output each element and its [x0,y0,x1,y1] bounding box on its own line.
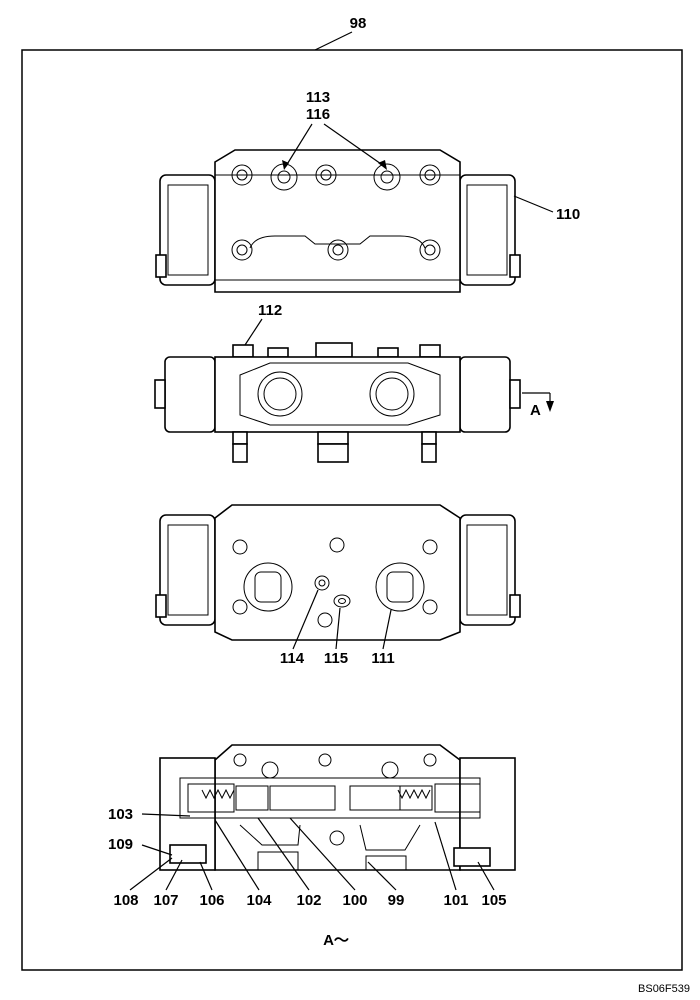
leader-114 [292,589,319,650]
leader-116-left [285,123,313,167]
label-104: 104 [246,892,272,909]
label-107: 107 [153,892,178,909]
label-109: 109 [108,836,133,853]
label-105: 105 [481,892,506,909]
label-102: 102 [296,892,321,909]
label-100: 100 [342,892,367,909]
label-108: 108 [113,892,138,909]
section-A-title: A～ [323,932,349,949]
section-leaders [129,817,495,891]
label-98: 98 [350,15,367,32]
label-103: 103 [108,806,133,823]
label-101: 101 [443,892,468,909]
leader-98 [314,31,353,51]
leader-112 [244,318,263,346]
valve-bottom-view [155,504,521,641]
label-115: 115 [324,650,348,667]
label-110: 110 [556,206,580,223]
diagram-frame [21,49,683,971]
leader-110 [513,195,554,213]
label-116: 116 [306,106,330,123]
leader-111 [382,609,392,650]
valve-section-view [159,744,516,871]
valve-front-view [154,342,521,463]
label-114: 114 [280,650,305,667]
drawing-code: BS06F539 [638,983,690,995]
label-112: 112 [258,302,282,319]
leader-116-right [323,123,385,167]
label-99: 99 [388,892,405,909]
label-106: 106 [199,892,224,909]
label-113: 113 [306,89,330,106]
leader-103 [141,813,191,817]
valve-top-view [155,149,521,293]
view-A-marker: A [530,402,541,419]
leader-109 [141,844,173,856]
leader-115 [335,607,341,650]
label-111: 111 [371,650,394,667]
